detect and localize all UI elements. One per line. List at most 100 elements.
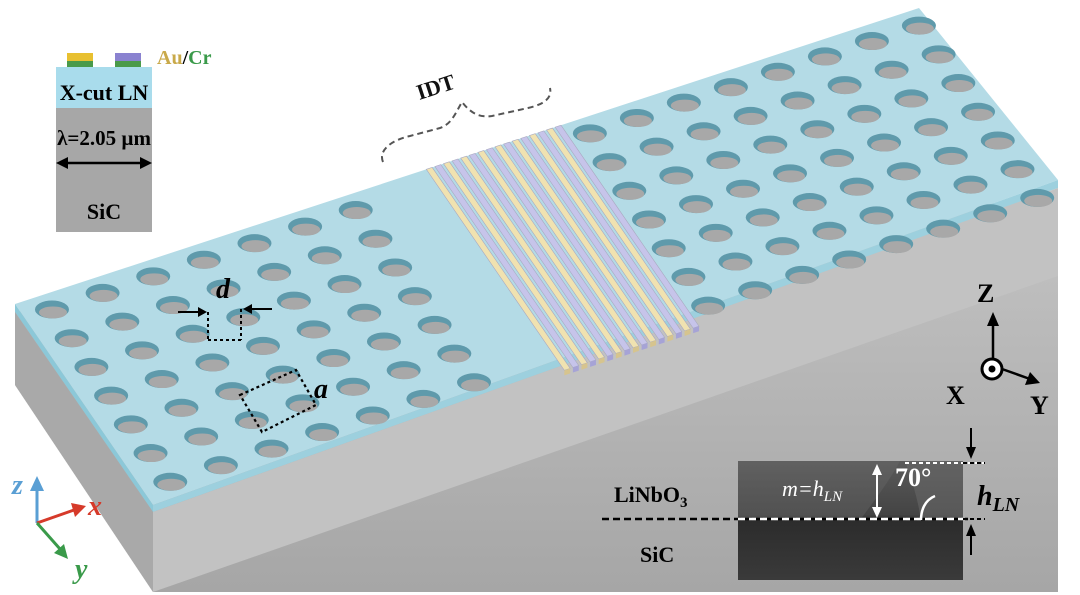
lattice-period-annotation: a: [238, 368, 328, 434]
diameter-arrowhead-right: [243, 304, 252, 314]
hole: [961, 102, 996, 121]
hole-floor: [109, 318, 138, 331]
hole-floor: [623, 114, 652, 127]
hole-floor: [670, 99, 699, 112]
hole: [316, 349, 351, 368]
hole: [933, 146, 968, 165]
hole-floor: [1024, 194, 1053, 207]
hole: [257, 262, 292, 281]
metal-label-au: Au: [157, 47, 183, 69]
hole-floor: [824, 154, 853, 167]
idt-finger-edge: [650, 340, 657, 348]
hole: [406, 389, 441, 408]
hole-floor: [675, 273, 704, 286]
hole: [305, 423, 340, 442]
hole: [437, 344, 472, 363]
idt-label: IDT: [413, 69, 458, 105]
hole-floor: [863, 212, 892, 225]
hole-floor: [148, 376, 177, 389]
hole-floor: [878, 66, 907, 79]
hole: [237, 234, 272, 253]
axis-z-arrowhead: [987, 312, 999, 326]
hole-floor: [38, 306, 67, 319]
sem-sidewall-highlight: [905, 461, 963, 520]
hole-floor: [957, 181, 986, 194]
hole-floor: [300, 326, 329, 339]
hole-floor: [769, 243, 798, 256]
idt-finger-edge: [598, 357, 605, 365]
hole-floor: [945, 80, 974, 93]
idt-finger-edge: [667, 334, 674, 342]
hole: [874, 60, 909, 79]
hole: [760, 62, 795, 81]
hole: [378, 258, 413, 277]
hole: [457, 373, 492, 392]
hole-floor: [309, 429, 338, 442]
axis-z-label: Z: [977, 279, 994, 308]
sem-angle-arc: [919, 494, 936, 521]
hole-floor: [190, 256, 219, 269]
hole-floor: [898, 95, 927, 108]
idt-finger-edge: [624, 348, 631, 356]
hole: [738, 281, 773, 300]
hole: [921, 45, 956, 64]
diameter-label: d: [216, 274, 231, 305]
idt-finger-edge: [572, 365, 579, 373]
hole: [698, 223, 733, 242]
diameter-arrowhead-left: [198, 307, 207, 317]
hole: [980, 131, 1015, 150]
hole-floor: [421, 321, 450, 334]
hole-floor: [616, 187, 645, 200]
hole-floor: [362, 235, 391, 248]
hole: [765, 237, 800, 256]
hole: [94, 386, 129, 405]
hole: [726, 179, 761, 198]
axis-y-device: [35, 522, 62, 550]
hole-floor: [129, 347, 158, 360]
idt-finger-edge: [633, 345, 639, 353]
hole-floor: [207, 462, 236, 475]
hole: [973, 204, 1008, 223]
inset-ln-layer: [56, 67, 152, 108]
axis-x-device: [36, 508, 75, 525]
hole: [175, 324, 210, 343]
hole: [906, 190, 941, 209]
hole: [839, 177, 874, 196]
hole: [226, 308, 261, 327]
device-slab: [15, 8, 1058, 592]
hole: [780, 91, 815, 110]
hole-floor: [789, 271, 818, 284]
hole: [619, 108, 654, 127]
hole-floor: [157, 478, 186, 491]
hole: [195, 353, 230, 372]
hole: [800, 120, 835, 139]
hole: [327, 275, 362, 294]
hole: [184, 427, 219, 446]
hole-floor: [643, 143, 672, 156]
hole-floor: [910, 196, 939, 209]
hole-floor: [98, 392, 127, 405]
hole-floor: [757, 141, 786, 154]
hole-floor: [188, 433, 217, 446]
hole: [276, 291, 311, 310]
axis-x-label: X: [946, 381, 965, 410]
hole: [153, 472, 188, 491]
hole: [336, 377, 371, 396]
idt-finger-edge: [658, 337, 665, 345]
idt-finger-edge: [693, 326, 700, 334]
axis-x-device-arrowhead: [71, 503, 86, 517]
inset-substrate-sic: [56, 108, 152, 232]
hole: [113, 415, 148, 434]
hole-floor: [230, 314, 259, 327]
hole-floor: [289, 400, 318, 413]
hole: [203, 456, 238, 475]
hole: [254, 439, 289, 458]
hole-floor: [311, 252, 340, 265]
inset-metal-label: Au/Cr: [157, 47, 212, 69]
hole: [133, 444, 168, 463]
hole-floor: [382, 264, 411, 277]
hole: [612, 181, 647, 200]
hole-floor: [843, 183, 872, 196]
axis-y-device-label: y: [72, 554, 88, 585]
hole: [136, 267, 171, 286]
